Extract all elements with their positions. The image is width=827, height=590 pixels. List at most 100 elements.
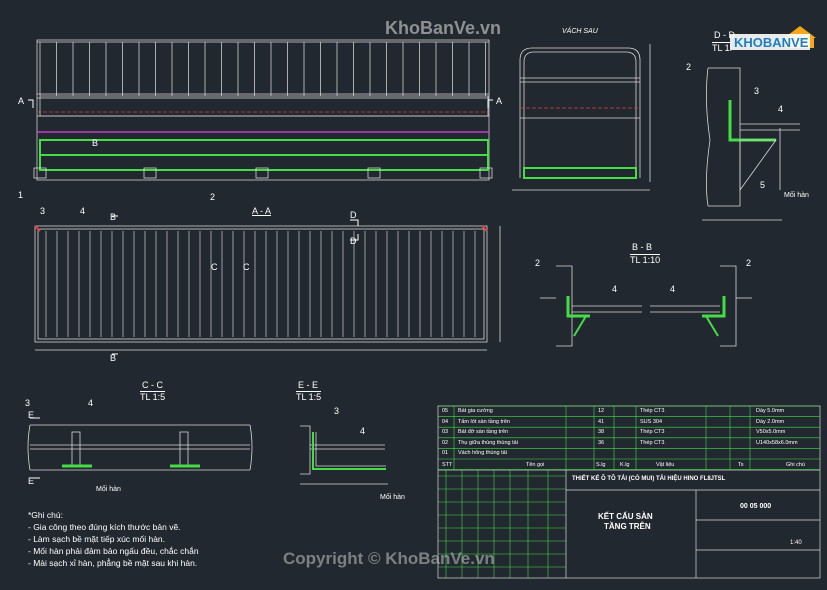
callout-4-cc: 4 [88,398,94,408]
logo-text: KHOBANVE [734,35,809,50]
house-logo-icon: KHOBANVE [730,26,816,50]
callout-1: 1 [18,190,24,200]
chassis-bracket [143,167,157,179]
callout-2-side: 2 [210,192,216,202]
notes-line-4: - Mài sạch xỉ hàn, phẳng bề mặt sau khi … [28,558,198,568]
drawing-title-2: TẦNG TRÊN [604,522,651,531]
parts-cell-spec: U140x58x6.0mm [756,439,798,446]
parts-cell-material: SUS 304 [640,418,663,425]
callout-5-dd: 5 [760,180,766,190]
drawing-code: 00 05 000 [740,503,772,510]
plan-aa-slats [45,231,476,337]
side-elevation-frame [39,95,489,171]
drawing-scale: 1:40 [790,540,802,546]
parts-cell-name: Bát đỡ sàn tầng trên [458,429,509,436]
section-ee-scale: TL 1:5 [296,391,322,402]
drawing-title-1: KẾT CẤU SÀN [598,512,653,521]
project-title: THIẾT KẾ Ô TÔ TẢI (CÓ MUI) TẢI HIỆU HINO… [572,476,726,482]
parts-cell-material: Thép CT3 [640,439,665,446]
parts-cell-name: Tấm lót sàn tầng trên [458,418,510,425]
parts-cell-stt: 04 [442,418,449,425]
callout-b-top: B [92,138,99,148]
parts-cell-stt: 03 [442,429,449,436]
parts-cell-qty: 38 [598,429,605,436]
section-dd-view [702,67,800,221]
table-header-kg: K.lg [620,462,630,468]
parts-cell-spec: V50x5.0mm [756,429,786,436]
table-header-stt: STT [442,462,453,468]
parts-cell-stt: 05 [442,408,449,414]
parts-cell-qty: 12 [598,408,605,414]
callout-e-2: E [28,476,35,486]
parts-cell-name: Bát gia cường [458,408,493,414]
section-dd-title: D - D [714,30,735,40]
callout-b-plan: B [110,212,117,222]
parts-table-grid [438,405,820,470]
parts-cell-qty: 41 [598,418,605,425]
callout-b-bottom: B [110,353,117,363]
notes-line-2: - Làm sạch bề mặt tiếp xúc mối hàn. [28,534,166,544]
parts-cell-name: Thụ giữa thùng thùng tải [458,439,518,446]
chassis-bracket [33,167,47,179]
parts-cell-spec: Dày 5.0mm [756,408,785,414]
callout-4-plan: 4 [80,206,86,216]
side-elevation-view [36,39,490,181]
callout-3-cc: 3 [25,398,31,408]
parts-cell-spec: Dày 2.0mm [756,418,785,425]
callout-4-dd: 4 [778,104,784,114]
callout-d-2: D [350,236,357,246]
rear-wall-view [512,44,651,191]
rear-wall-title: VÁCH SAU [562,28,598,35]
callout-c-2: C [243,262,250,272]
plan-aa-view [34,225,501,351]
parts-cell-material: Thép CT3 [640,408,665,414]
section-markers [28,99,493,479]
weld-label-dd: Mối hàn [784,192,809,199]
table-header-material: Vật liệu [656,462,675,468]
site-logo: KHOBANVE [730,24,822,54]
section-cc-title: C - C [142,380,163,390]
callout-3-dd: 3 [754,86,760,96]
chassis-bracket [367,167,381,179]
callout-2-bb-right: 2 [746,258,752,268]
side-elevation-wheels [33,167,493,179]
chassis-bracket [479,167,493,179]
notes-title: *Ghi chú: [28,510,63,520]
callout-e-1: E [28,410,35,420]
callout-2-bb-left: 2 [535,258,541,268]
section-cc-scale: TL 1:5 [140,391,166,402]
weld-label-ee: Mối hàn [380,494,405,501]
section-ee-view [300,425,388,485]
callout-a-right: A [496,96,503,106]
chassis-bracket [255,167,269,179]
table-header-ts: Ts [738,462,744,468]
parts-cell-material: Thép CT3 [640,429,665,436]
table-header-qty: S.lg [596,462,606,468]
weld-label-cc: Mối hàn [96,486,121,493]
section-cc-view [27,424,253,471]
section-aa-title: A - A [252,206,272,216]
callout-4-ee: 4 [360,426,366,436]
callout-2-dd: 2 [686,62,692,72]
callout-4-bb-left: 4 [612,284,618,294]
table-header-note: Ghi chú [786,462,805,468]
callout-3-ee: 3 [334,406,340,416]
site-watermark: KhoBanVe.vn [385,18,502,38]
callout-3-plan: 3 [40,206,46,216]
copyright-watermark: Copyright © KhoBanVe.vn [283,549,495,568]
callout-d-1: D [350,210,357,220]
parts-cell-qty: 36 [598,439,605,446]
callout-c-1: C [211,262,218,272]
callout-a-left: A [18,96,25,106]
parts-cell-stt: 01 [442,450,449,457]
title-block-grid [438,470,566,578]
side-elevation-posts [39,42,486,96]
parts-cell-name: Vách hông thùng tải [458,450,507,457]
section-ee-title: E - E [298,380,319,390]
table-header-name: Tên gọi [526,462,545,468]
section-bb-title: B - B [632,242,653,252]
section-bb-scale: TL 1:10 [630,254,661,265]
section-dd-scale: TL 1: [712,42,733,53]
notes-line-1: - Gia công theo đúng kích thước bản vẽ. [28,522,181,532]
